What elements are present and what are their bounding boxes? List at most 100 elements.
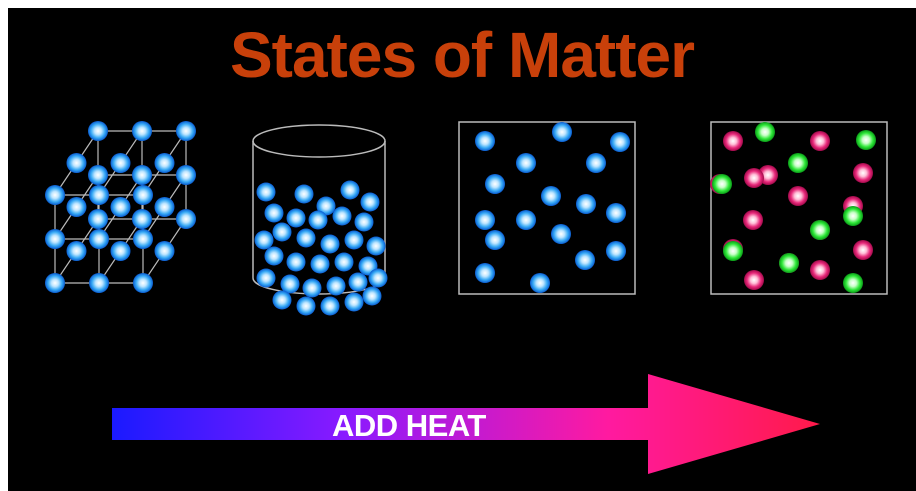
solid-molecule — [88, 209, 108, 229]
solid-molecule — [133, 185, 153, 205]
plasma-ion — [744, 270, 764, 290]
plasma-ion — [788, 186, 808, 206]
solid-molecule — [89, 273, 109, 293]
solid-molecule — [45, 229, 65, 249]
gas-molecule — [575, 250, 595, 270]
solid-molecule — [89, 185, 109, 205]
gas-box-outline — [458, 121, 636, 295]
solid-molecule — [45, 273, 65, 293]
solid-molecule — [110, 153, 131, 173]
solid-molecule — [89, 229, 109, 249]
liquid-molecule — [308, 210, 328, 230]
gas-molecule — [475, 131, 495, 151]
gas-molecule — [485, 174, 505, 194]
liquid-molecule — [320, 234, 340, 254]
liquid-molecule — [302, 278, 322, 298]
liquid-molecule — [286, 252, 306, 272]
solid-molecule — [132, 209, 152, 229]
states-illustration — [45, 121, 888, 474]
gas-molecule — [475, 210, 495, 230]
solid-molecule — [154, 153, 175, 173]
solid-molecule — [88, 165, 108, 185]
gas-molecule — [610, 132, 630, 152]
gas-molecule — [530, 273, 550, 293]
plasma-ion — [744, 168, 764, 188]
gas-molecule — [551, 224, 571, 244]
solid-molecule — [66, 241, 87, 261]
liquid-molecule — [296, 296, 316, 316]
plasma-electron — [755, 122, 775, 142]
gas-molecule — [552, 122, 572, 142]
gas-molecule — [606, 203, 626, 223]
liquid-molecule — [264, 203, 284, 223]
liquid-molecule — [340, 180, 360, 200]
plasma-electron — [788, 153, 808, 173]
liquid-molecule — [280, 274, 300, 294]
plasma-electron — [856, 130, 876, 150]
solid-molecule — [110, 241, 131, 261]
plasma-ion — [810, 131, 830, 151]
liquid-molecule — [348, 272, 368, 292]
gas-molecule — [516, 153, 536, 173]
liquid-molecule — [310, 254, 330, 274]
plasma-electron — [779, 253, 799, 273]
solid-molecule — [176, 165, 196, 185]
gas-molecule — [586, 153, 606, 173]
liquid-molecule — [354, 212, 374, 232]
plasma-ion — [743, 210, 763, 230]
solid-molecule — [132, 121, 152, 141]
plasma-electron — [843, 273, 863, 293]
plasma-ion — [853, 163, 873, 183]
solid-lattice-icon — [45, 121, 196, 293]
liquid-molecule — [296, 228, 316, 248]
liquid-molecule — [362, 286, 382, 306]
add-heat-label: ADD HEAT — [332, 408, 486, 443]
liquid-molecule — [368, 268, 388, 288]
plasma-ion — [723, 131, 743, 151]
solid-molecule — [132, 165, 152, 185]
gas-molecule — [475, 263, 495, 283]
solid-molecule — [88, 121, 108, 141]
liquid-molecule — [320, 296, 340, 316]
gas-molecule — [516, 210, 536, 230]
solid-molecule — [176, 209, 196, 229]
liquid-molecule — [316, 196, 336, 216]
solid-molecule — [154, 197, 175, 217]
plasma-electron — [712, 174, 732, 194]
solid-molecule — [133, 273, 153, 293]
liquid-molecule — [344, 230, 364, 250]
plasma-electron — [723, 241, 743, 261]
page-title: States of Matter — [229, 19, 695, 91]
liquid-beaker-icon — [252, 124, 388, 316]
liquid-molecule — [254, 230, 274, 250]
gas-molecule — [485, 230, 505, 250]
solid-molecule — [154, 241, 175, 261]
liquid-molecule — [256, 268, 276, 288]
plasma-electron — [843, 206, 863, 226]
diagram-frame: States of Matter — [8, 8, 916, 491]
liquid-molecule — [272, 290, 292, 310]
solid-molecule — [133, 229, 153, 249]
liquid-molecule — [332, 206, 352, 226]
solid-molecule — [176, 121, 196, 141]
gas-box-icon — [458, 121, 636, 295]
beaker-rim — [252, 124, 386, 158]
gas-molecule — [576, 194, 596, 214]
liquid-molecule — [334, 252, 354, 272]
liquid-molecule — [326, 276, 346, 296]
liquid-molecule — [366, 236, 386, 256]
liquid-molecule — [272, 222, 292, 242]
liquid-molecule — [294, 184, 314, 204]
liquid-molecule — [264, 246, 284, 266]
plasma-box-outline — [710, 121, 888, 295]
solid-molecule — [66, 153, 87, 173]
liquid-molecule — [360, 192, 380, 212]
solid-molecule — [66, 197, 87, 217]
add-heat-arrow — [112, 374, 820, 474]
plasma-ion — [853, 240, 873, 260]
plasma-electron — [810, 220, 830, 240]
gas-molecule — [541, 186, 561, 206]
solid-molecule — [110, 197, 131, 217]
plasma-ion — [810, 260, 830, 280]
gas-molecule — [606, 241, 626, 261]
